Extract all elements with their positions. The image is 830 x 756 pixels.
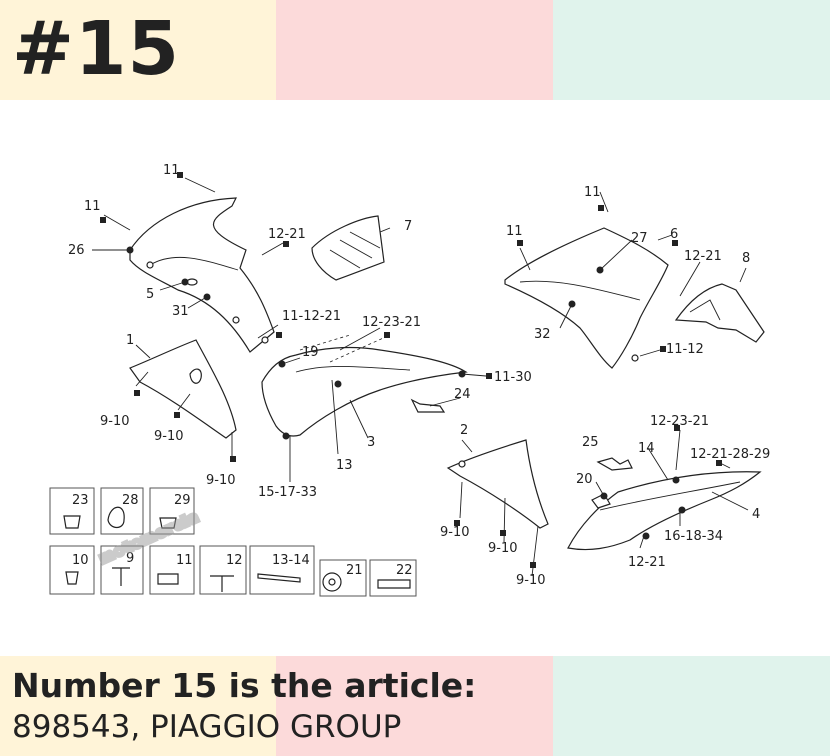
belly-pan <box>567 457 762 551</box>
callout-12-21: 12-21 <box>628 555 666 570</box>
left-upper-fairing <box>129 197 275 353</box>
callout-9-10: 9-10 <box>516 573 546 588</box>
callout-11: 11 <box>84 199 101 214</box>
hardware-label-9: 9 <box>126 551 134 566</box>
hardware-label-10: 10 <box>72 553 89 568</box>
banner-pink-block <box>276 656 553 756</box>
exploded-parts-diagram: 11 11 26 5 31 12-21 7 11-12-21 12-23-21 … <box>49 163 770 597</box>
callout-31: 31 <box>172 304 189 319</box>
callout-27: 27 <box>631 231 648 246</box>
callout-5: 5 <box>146 287 154 302</box>
callout-2: 2 <box>460 423 468 438</box>
callout-12-21: 12-21 <box>684 249 722 264</box>
article-headline: Number 15 is the article: <box>12 666 477 705</box>
hardware-label-29: 29 <box>174 493 191 508</box>
callout-9-10: 9-10 <box>440 525 470 540</box>
callout-24: 24 <box>454 387 471 402</box>
left-lower-panel <box>129 339 237 439</box>
callout-32: 32 <box>534 327 551 342</box>
callout-9-10: 9-10 <box>488 541 518 556</box>
callout-11: 11 <box>163 163 180 178</box>
part-number-badge: #15 <box>12 6 180 92</box>
callout-11: 11 <box>506 224 523 239</box>
callout-4: 4 <box>752 507 760 522</box>
callout-12-21-28-29: 12-21-28-29 <box>690 447 770 462</box>
callout-13: 13 <box>336 458 353 473</box>
callout-14: 14 <box>638 441 655 456</box>
banner-cream-block <box>0 656 276 756</box>
banner-cream-block <box>0 0 276 100</box>
callout-11-12-21: 11-12-21 <box>282 309 341 324</box>
callout-9-10: 9-10 <box>206 473 236 488</box>
hardware-label-23: 23 <box>72 493 89 508</box>
right-lower-panel <box>446 439 549 529</box>
bottom-banner <box>0 656 830 756</box>
callout-9-10: 9-10 <box>100 414 130 429</box>
callout-12-23-21: 12-23-21 <box>362 315 421 330</box>
hardware-legend <box>49 487 417 597</box>
hardware-label-28: 28 <box>122 493 139 508</box>
callout-9-10: 9-10 <box>154 429 184 444</box>
right-upper-fairing <box>504 227 669 369</box>
callout-16-18-34: 16-18-34 <box>664 529 723 544</box>
callout-6: 6 <box>670 227 678 242</box>
callout-markers <box>100 172 722 568</box>
banner-mint-block <box>553 0 830 100</box>
callout-15-17-33: 15-17-33 <box>258 485 317 500</box>
mounting-bracket <box>674 283 765 343</box>
callout-19: 19 <box>302 345 319 360</box>
leader-lines <box>92 177 749 577</box>
callout-3: 3 <box>367 435 375 450</box>
callout-8: 8 <box>742 251 750 266</box>
banner-pink-block <box>276 0 553 100</box>
callout-11-30: 11-30 <box>494 370 532 385</box>
article-number-and-brand: 898543, PIAGGIO GROUP <box>12 709 402 745</box>
callout-11: 11 <box>584 185 601 200</box>
callout-25: 25 <box>582 435 599 450</box>
hardware-label-21: 21 <box>346 563 363 578</box>
callout-1: 1 <box>126 333 134 348</box>
air-duct <box>311 215 385 281</box>
callout-20: 20 <box>576 472 593 487</box>
callout-26: 26 <box>68 243 85 258</box>
hardware-label-11: 11 <box>176 553 193 568</box>
center-lower-fairing <box>261 334 468 437</box>
hardware-label-12: 12 <box>226 553 243 568</box>
callout-11-12: 11-12 <box>666 342 704 357</box>
callout-7: 7 <box>404 219 412 234</box>
hardware-label-13-14: 13-14 <box>272 553 310 568</box>
callout-12-23-21: 12-23-21 <box>650 414 709 429</box>
banner-mint-block <box>553 656 830 756</box>
callout-12-21: 12-21 <box>268 227 306 242</box>
hardware-label-22: 22 <box>396 563 413 578</box>
top-banner <box>0 0 830 100</box>
